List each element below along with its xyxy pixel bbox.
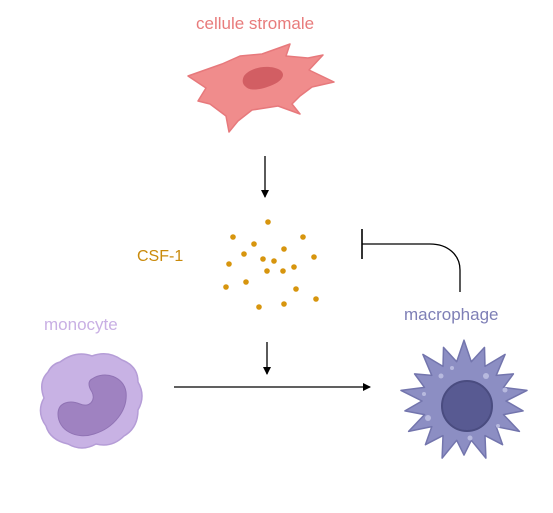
csf1-particle [313, 296, 319, 302]
csf1-particle [300, 234, 306, 240]
csf1-particle [291, 264, 297, 270]
macrophage-label: macrophage [404, 305, 499, 324]
macrophage-icon [400, 339, 528, 459]
csf1-particle [251, 241, 257, 247]
monocyte-icon [39, 353, 143, 449]
inhibition-line [362, 243, 461, 292]
csf1-particle [281, 301, 287, 307]
monocyte-label: monocyte [44, 315, 118, 334]
stromal-cell-icon [187, 43, 335, 133]
csf1-particle [311, 254, 317, 260]
csf1-particle [230, 234, 236, 240]
csf1-particle [256, 304, 262, 310]
csf1-particle [280, 268, 286, 274]
stromal-cell-label: cellule stromale [196, 14, 315, 33]
csf1-label: CSF-1 [137, 248, 184, 265]
csf1-particle [226, 261, 232, 267]
csf1-particle [265, 219, 271, 225]
csf1-particle [223, 284, 229, 290]
csf1-particle [281, 246, 287, 252]
csf1-particle [264, 268, 270, 274]
csf1-particle [293, 286, 299, 292]
csf1-particle [271, 258, 277, 264]
csf1-particles [223, 219, 319, 310]
csf1-particle [260, 256, 266, 262]
csf1-particle [243, 279, 249, 285]
csf1-particle [241, 251, 247, 257]
